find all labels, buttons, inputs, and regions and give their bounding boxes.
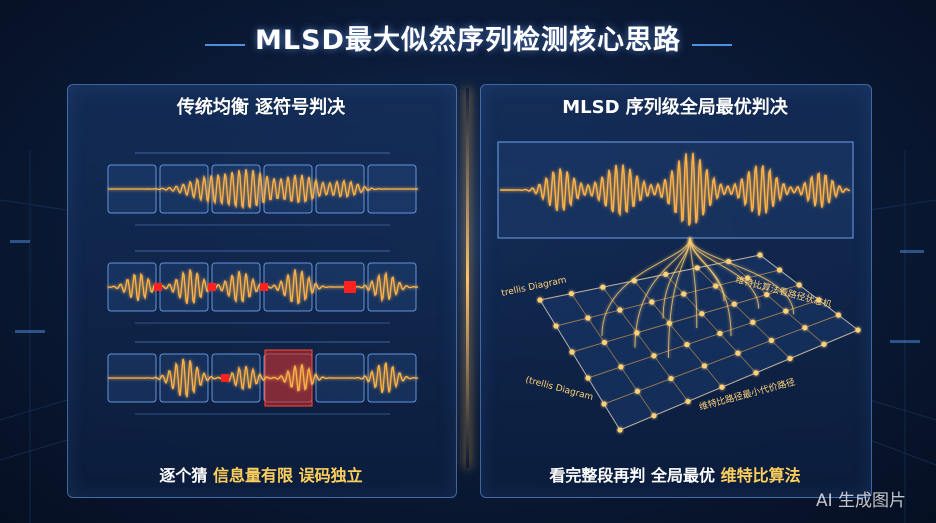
trellis-node: [821, 341, 827, 347]
trellis-node: [717, 330, 723, 337]
trellis-time-line: [696, 267, 791, 359]
survivor-path: [662, 237, 691, 319]
survivor-path: [689, 237, 725, 302]
left-panel-title: 传统均衡 逐符号判决: [176, 97, 346, 118]
error-marker: [344, 281, 356, 293]
trellis-node: [719, 384, 725, 390]
trellis-state-line: [619, 329, 859, 431]
trellis-node: [569, 349, 575, 355]
trellis-time-line: [633, 280, 723, 388]
error-marker: [208, 283, 216, 291]
trellis-node: [787, 355, 793, 362]
waveform-signal: [108, 169, 418, 210]
trellis-time-line: [602, 286, 689, 402]
trellis-time-line: [728, 261, 825, 345]
caption-limited-info: 信息量有限: [212, 466, 299, 485]
trellis-node: [601, 401, 607, 407]
trellis-node: [796, 282, 802, 288]
right-panel-caption: 看完整段再判 全局最优 维特比算法: [480, 462, 870, 486]
trellis-state-line: [587, 299, 819, 379]
error-marker: [154, 283, 162, 291]
received-sequence-frame: [497, 141, 854, 239]
waveform-signal: [108, 358, 419, 398]
trellis-time-line: [665, 273, 757, 374]
trellis-node: [764, 291, 770, 298]
trellis-node: [668, 375, 674, 382]
caption-guess-each: 逐个猜: [159, 466, 213, 485]
trellis-node: [681, 291, 687, 297]
error-marker: [221, 374, 229, 382]
symbol-box: [263, 262, 313, 312]
trellis-node: [617, 307, 623, 313]
title-decoration-left: [205, 44, 245, 46]
trellis-node: [745, 275, 751, 281]
trellis-node: [585, 315, 591, 321]
survivor-path: [601, 237, 691, 336]
trellis-node: [713, 283, 719, 289]
title-decoration-right: [692, 44, 732, 46]
trellis-node: [783, 308, 789, 314]
caption-independent-errors: 误码独立: [298, 466, 363, 485]
trellis-node: [553, 323, 559, 329]
trellis-node: [757, 252, 763, 258]
trellis-time-line: [759, 254, 859, 331]
trellis-node: [663, 271, 669, 277]
right-panel-title: MLSD 序列级全局最优判决: [562, 97, 788, 118]
trellis-node: [601, 339, 608, 346]
trellis-state-line: [603, 314, 839, 405]
trellis-node: [634, 388, 641, 394]
trellis-node: [802, 325, 808, 331]
trellis-node: [685, 398, 691, 405]
left-panel-caption: 逐个猜 信息量有限 误码独立: [67, 462, 455, 486]
trellis-node: [699, 311, 705, 317]
trellis-node: [731, 301, 737, 307]
trellis-label-lower: (trellis Diagram: [524, 375, 594, 403]
caption-global-optimal: 看完整段再判 全局最优: [549, 466, 721, 485]
trellis-node: [537, 297, 543, 303]
survivor-path: [689, 237, 795, 315]
trellis-node: [568, 290, 575, 297]
trellis-label-upper: trellis Diagram: [501, 275, 568, 299]
trellis-node: [735, 350, 741, 356]
trellis-node: [816, 297, 822, 303]
ai-generated-watermark: AI 生成图片: [815, 491, 906, 511]
page-title: MLSD最大似然序列检测核心思路: [255, 25, 681, 56]
trellis-node: [753, 370, 759, 376]
trellis-node: [777, 267, 783, 273]
trellis-time-line: [571, 293, 655, 416]
trellis-node: [600, 284, 606, 290]
received-waveform: [500, 152, 851, 226]
center-divider-glow: [466, 88, 469, 468]
waveform-row-2: [107, 250, 419, 324]
trellis-state-line: [571, 284, 800, 353]
waveform-row-1: [107, 152, 418, 226]
symbol-box: [315, 164, 365, 214]
trellis-node: [649, 299, 655, 305]
trellis-node: [617, 427, 623, 433]
trellis-node: [768, 337, 775, 344]
trellis-node: [750, 319, 756, 325]
trellis-node: [694, 265, 700, 271]
trellis-node: [684, 341, 690, 348]
trellis-node: [835, 312, 842, 318]
survivor-path: [689, 237, 698, 329]
survivor-path: [634, 237, 691, 348]
waveform-row-3: [107, 341, 419, 415]
survivor-path: [689, 237, 760, 309]
trellis-node: [585, 375, 591, 381]
trellis-state-line: [539, 254, 761, 301]
trellis-node: [855, 327, 861, 333]
caption-viterbi: 维特比算法: [720, 466, 801, 485]
trellis-time-line: [539, 299, 621, 431]
trellis-node: [618, 364, 624, 370]
trellis-node: [651, 353, 657, 359]
trellis-node: [701, 363, 708, 369]
error-marker: [260, 283, 268, 291]
symbol-box: [263, 164, 313, 214]
trellis-node: [651, 413, 657, 419]
